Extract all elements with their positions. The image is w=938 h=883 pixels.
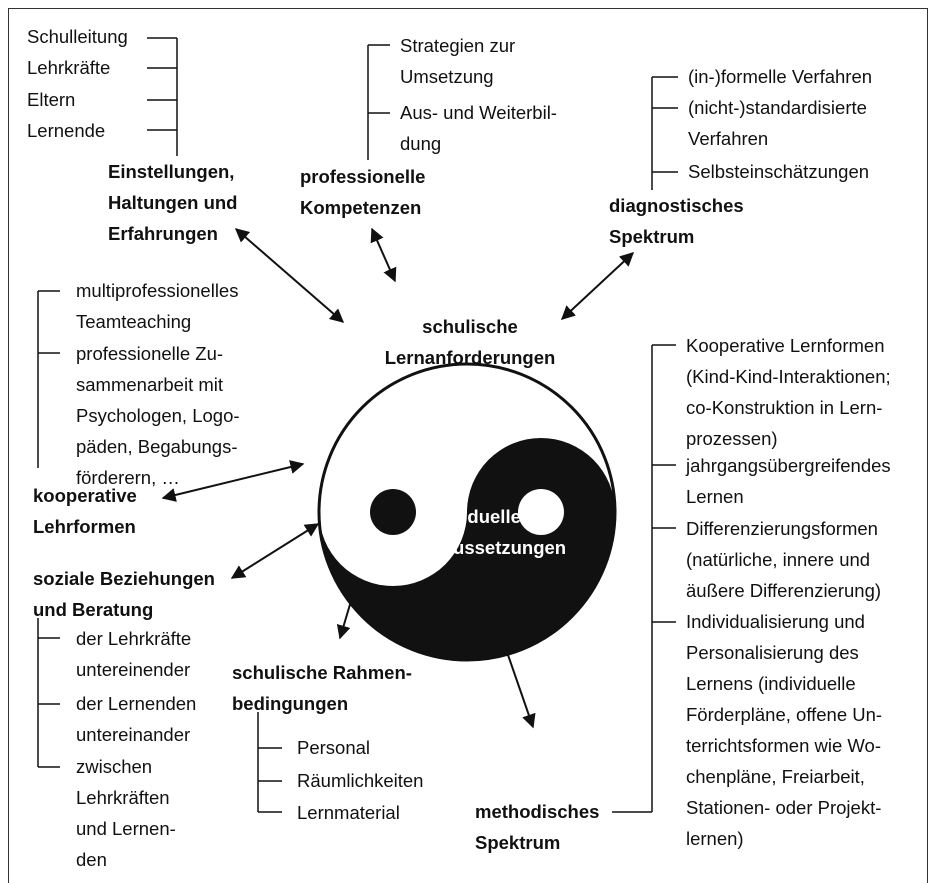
beziehungen-item: der Lehrkräfte untereinender [76,628,192,680]
diagnostik-item: Selbsteinschätzungen [688,161,870,182]
bracket-beziehungen [37,618,60,768]
beziehungen-title: soziale Beziehungen und Beratung [33,568,215,620]
center-bottom-label: individuelle Lernvoraussetzungen [373,506,567,558]
einstellungen-item: Lehrkräfte [27,57,111,78]
bracket-diagnostik [651,76,678,190]
rahmen-title: schulische Rahmen- bedingungen [232,662,412,714]
bracket-lehrformen [37,290,60,468]
rahmen-item: Lernmaterial [297,802,400,823]
lehrformen-item: multiprofessionelles Teamteaching [76,280,239,332]
lehrformen-title: kooperative Lehrformen [33,485,137,537]
einstellungen-item: Lernende [27,120,106,141]
yin-yang-symbol [317,362,617,662]
diagnostik-item: (in-)formelle Verfahren [688,66,873,87]
methodik-item: Differenzierungsformen (natürliche, inne… [686,518,882,601]
methodik-title: methodisches Spektrum [475,801,600,853]
diagram-frame [8,8,928,883]
diagnostik-title: diagnostisches Spektrum [609,195,744,247]
methodik-item: Individualisierung und Personalisierung … [686,611,883,849]
methodik-item: Kooperative Lernformen (Kind-Kind-Intera… [686,335,891,449]
beziehungen-item: der Lernenden untereinander [76,693,197,745]
rahmen-item: Personal [297,737,371,758]
rahmen-item: Räumlichkeiten [297,770,424,791]
yang-dot [518,489,564,535]
bracket-rahmen [257,712,282,813]
diagnostik-item: (nicht-)standardisierte Verfahren [688,97,867,149]
methodik-item: jahrgangsübergreifendes Lernen [686,455,891,507]
kompetenzen-item: Aus- und Weiterbil- dung [400,102,557,154]
kompetenzen-item: Strategien zur Umsetzung [400,35,516,87]
einstellungen-title: Einstellungen, Haltungen und Erfahrungen [108,161,238,244]
bracket-einstellungen [147,37,178,156]
einstellungen-item: Schulleitung [27,26,128,47]
yin-dot [370,489,416,535]
einstellungen-item: Eltern [27,89,76,110]
kompetenzen-title: professionelle Kompetenzen [300,166,426,218]
beziehungen-item: zwischen Lehrkräften und Lernen- den [76,756,176,870]
bracket-methodik [612,344,676,813]
center-top-label: schulische Lernanforderungen [384,316,556,368]
lehrformen-item: professionelle Zu- sammenarbeit mit Psyc… [76,343,240,488]
arrows [161,227,635,729]
bracket-kompetenzen [367,44,390,160]
